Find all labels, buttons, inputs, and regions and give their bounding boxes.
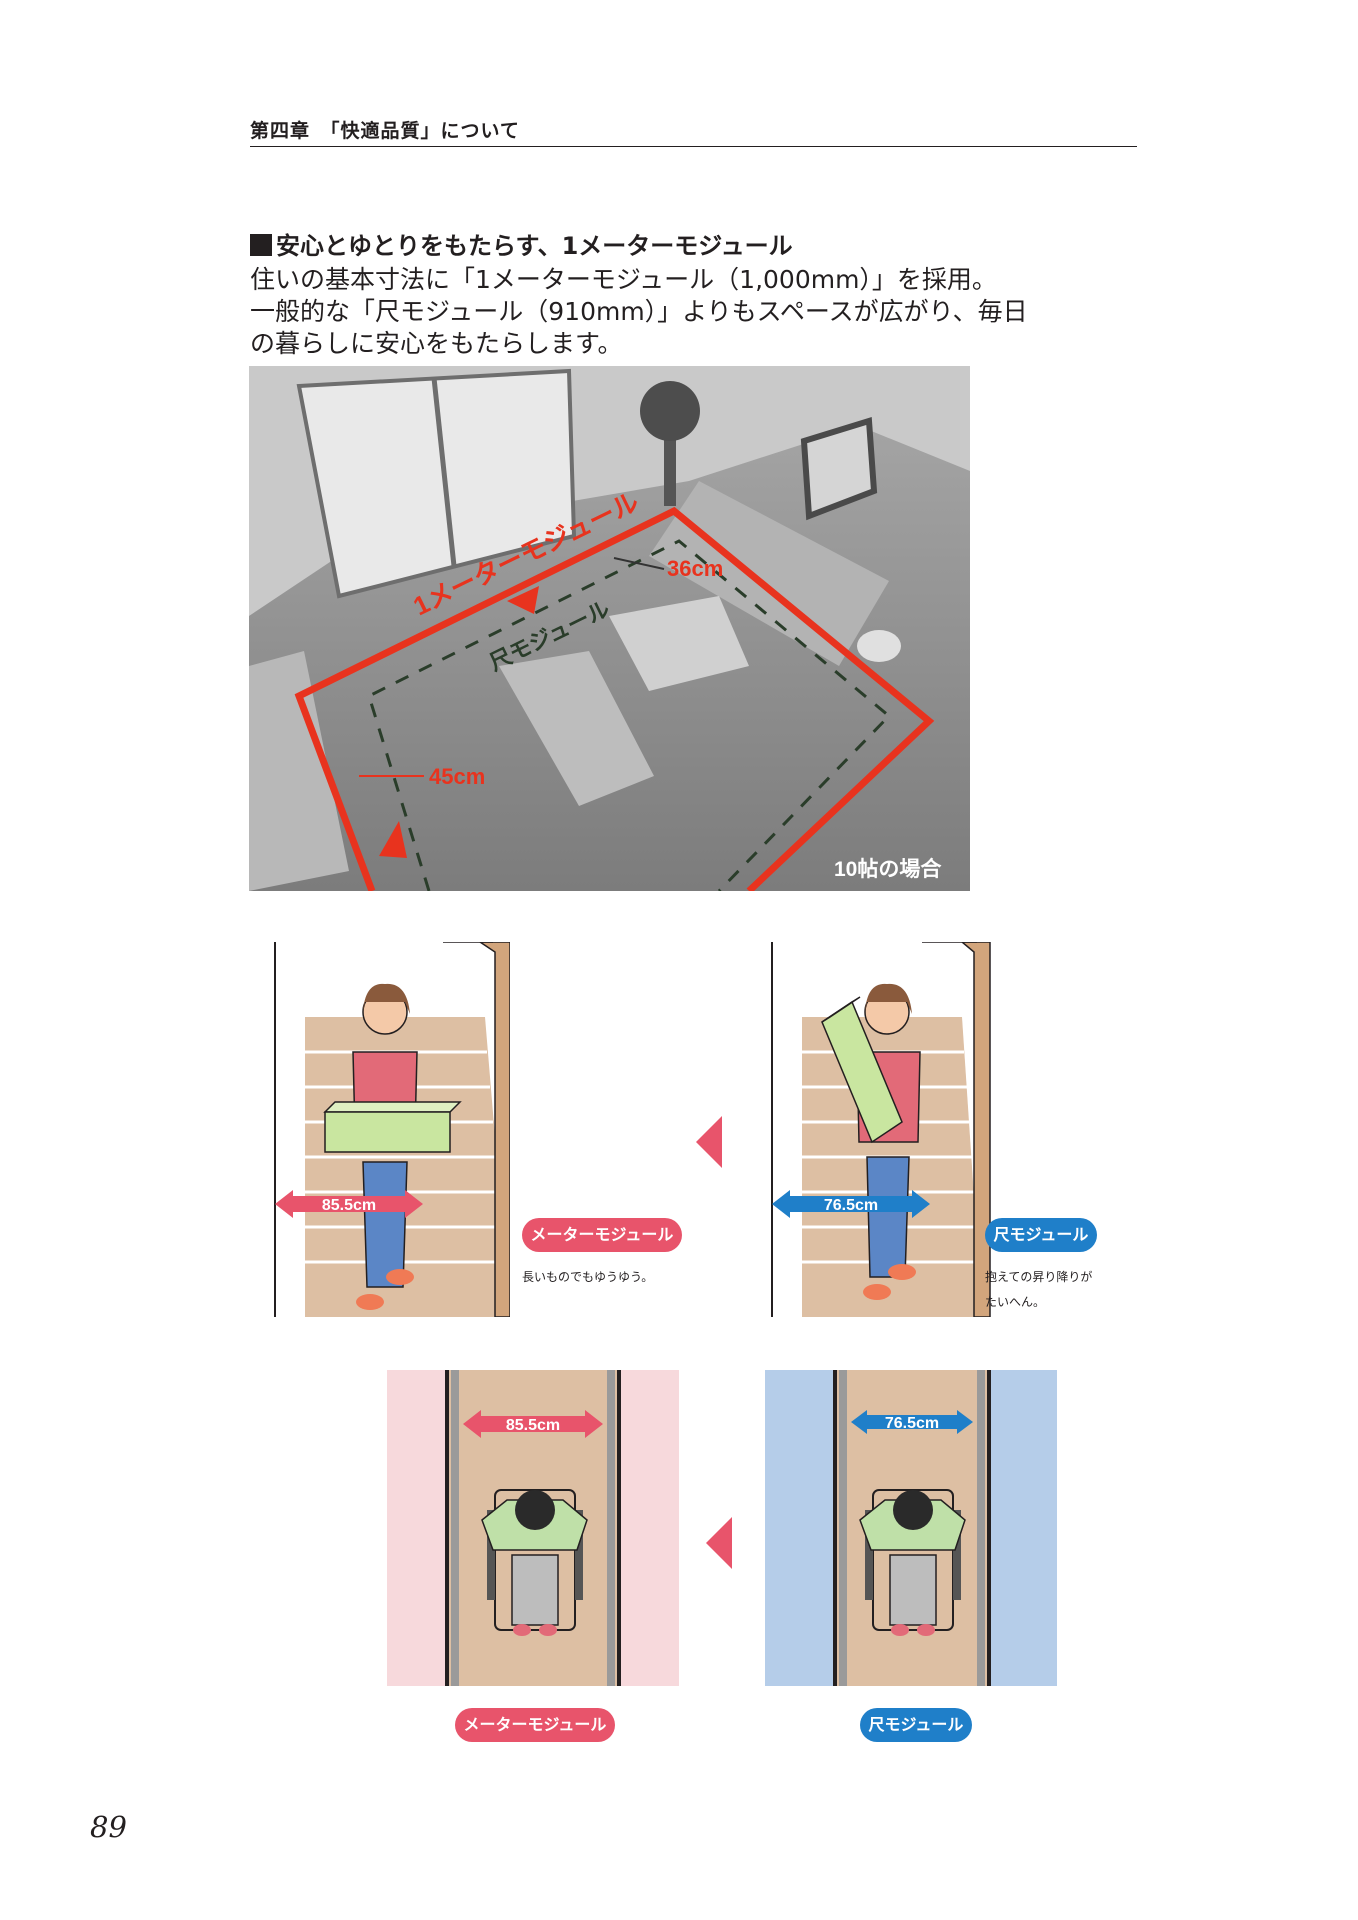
intro-line-3: の暮らしに安心をもたらします。 [250,329,623,358]
intro-line-1: 住いの基本寸法に「1メーターモジュール（1,000mm）」を採用。 [250,265,997,294]
stairs-meter-illustration: 85.5cm [274,942,510,1317]
stairs-shaku-label: 尺モジュール [985,1218,1097,1252]
stairs-meter-label: メーターモジュール [522,1218,682,1252]
corridor-shaku-illustration: 76.5cm [765,1370,1057,1686]
section-title: 安心とゆとりをもたらす、1メーターモジュール [250,226,793,261]
comparison-arrow-icon [696,1116,722,1168]
stairs-meter-width: 85.5cm [322,1197,376,1214]
dim-36cm-label: 36cm [667,556,723,581]
corridor-meter-width: 85.5cm [506,1417,560,1434]
section-title-text: 安心とゆとりをもたらす、1メーターモジュール [276,232,793,260]
square-bullet-icon [250,234,272,256]
corridor-meter-illustration: 85.5cm [387,1370,679,1686]
corridor-shaku-width: 76.5cm [885,1415,939,1432]
stairs-shaku-width: 76.5cm [824,1197,878,1214]
chapter-header: 第四章 「快適品質」について [250,120,520,142]
room-size-caption: 10帖の場合 [834,857,942,881]
stairs-shaku-caption-1: 抱えての昇り降りが [985,1270,1093,1284]
comparison-arrow-icon-2 [706,1517,732,1569]
header-rule [250,146,1137,147]
dim-45cm-label: 45cm [429,764,485,789]
corridor-shaku-label: 尺モジュール [860,1708,972,1742]
page-number: 89 [90,1810,127,1844]
intro-line-2: 一般的な「尺モジュール（910mm）」よりもスペースが広がり、毎日 [250,297,1028,326]
stairs-meter-caption: 長いものでもゆうゆう。 [522,1270,654,1284]
corridor-meter-label: メーターモジュール [455,1708,615,1742]
room-comparison-photo: 1メーターモジュール 尺モジュール 36cm 45cm 10帖の場合 [249,366,970,891]
stairs-shaku-caption-2: たいへん。 [985,1295,1046,1309]
stairs-shaku-illustration: 76.5cm [771,942,991,1317]
